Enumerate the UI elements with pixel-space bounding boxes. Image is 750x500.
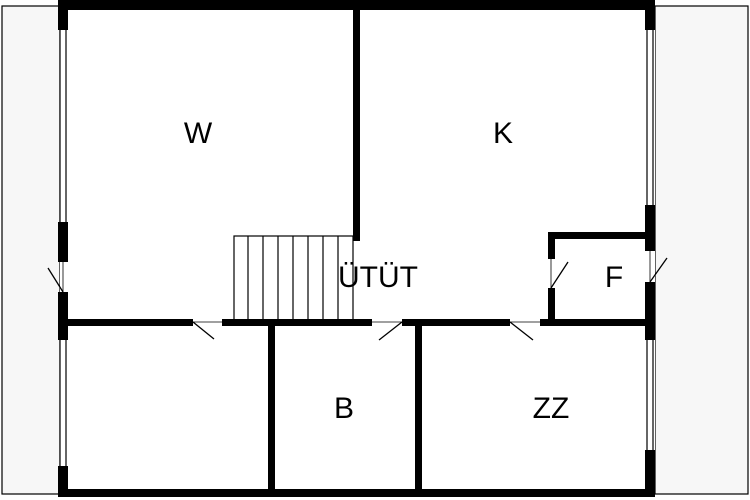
windows [59, 30, 654, 466]
door-b [372, 321, 403, 341]
window-left-lower [59, 340, 67, 466]
wall-corridor-c [402, 319, 510, 326]
right-wall-segment [645, 282, 655, 340]
wall-f-left-lower [548, 288, 555, 325]
wall-corridor-b [222, 319, 372, 326]
right-outer-strip [654, 5, 749, 495]
room-label-f: F [605, 261, 623, 294]
wall-w-k [353, 5, 360, 241]
left-wall-segment [58, 292, 68, 340]
wall-room1-b [268, 322, 275, 494]
right-wall-segment [645, 0, 655, 30]
room-label-b: B [334, 392, 354, 425]
wall-f-left-upper [548, 232, 555, 259]
staircase [233, 235, 354, 321]
wall-corridor-d [540, 319, 648, 326]
room-label-k: K [493, 117, 513, 150]
room-label-zz: ZZ [533, 392, 570, 425]
wall-b-zz [415, 322, 422, 494]
door-zz [509, 321, 540, 341]
interior-walls [60, 5, 648, 494]
left-wall-segment [58, 0, 68, 30]
room-label-w: W [184, 117, 213, 150]
window-right-upper [646, 30, 654, 205]
right-wall-segment [645, 450, 655, 497]
left-outer-strip [1, 5, 61, 495]
wall-corridor-a [60, 319, 193, 326]
room-label-hall: ÜTÜT [338, 261, 418, 294]
door-balcony-right [649, 251, 668, 283]
window-left-upper [59, 30, 67, 222]
door-balcony-left [47, 262, 64, 293]
left-wall-segment [58, 466, 68, 497]
wall-f-top [548, 232, 648, 239]
door-f [550, 259, 569, 289]
doors [47, 251, 668, 341]
right-wall-segment [645, 205, 655, 251]
left-wall-segment [58, 222, 68, 262]
door-room1 [192, 321, 222, 340]
window-right-lower [646, 340, 654, 450]
bottom-wall [58, 489, 655, 497]
